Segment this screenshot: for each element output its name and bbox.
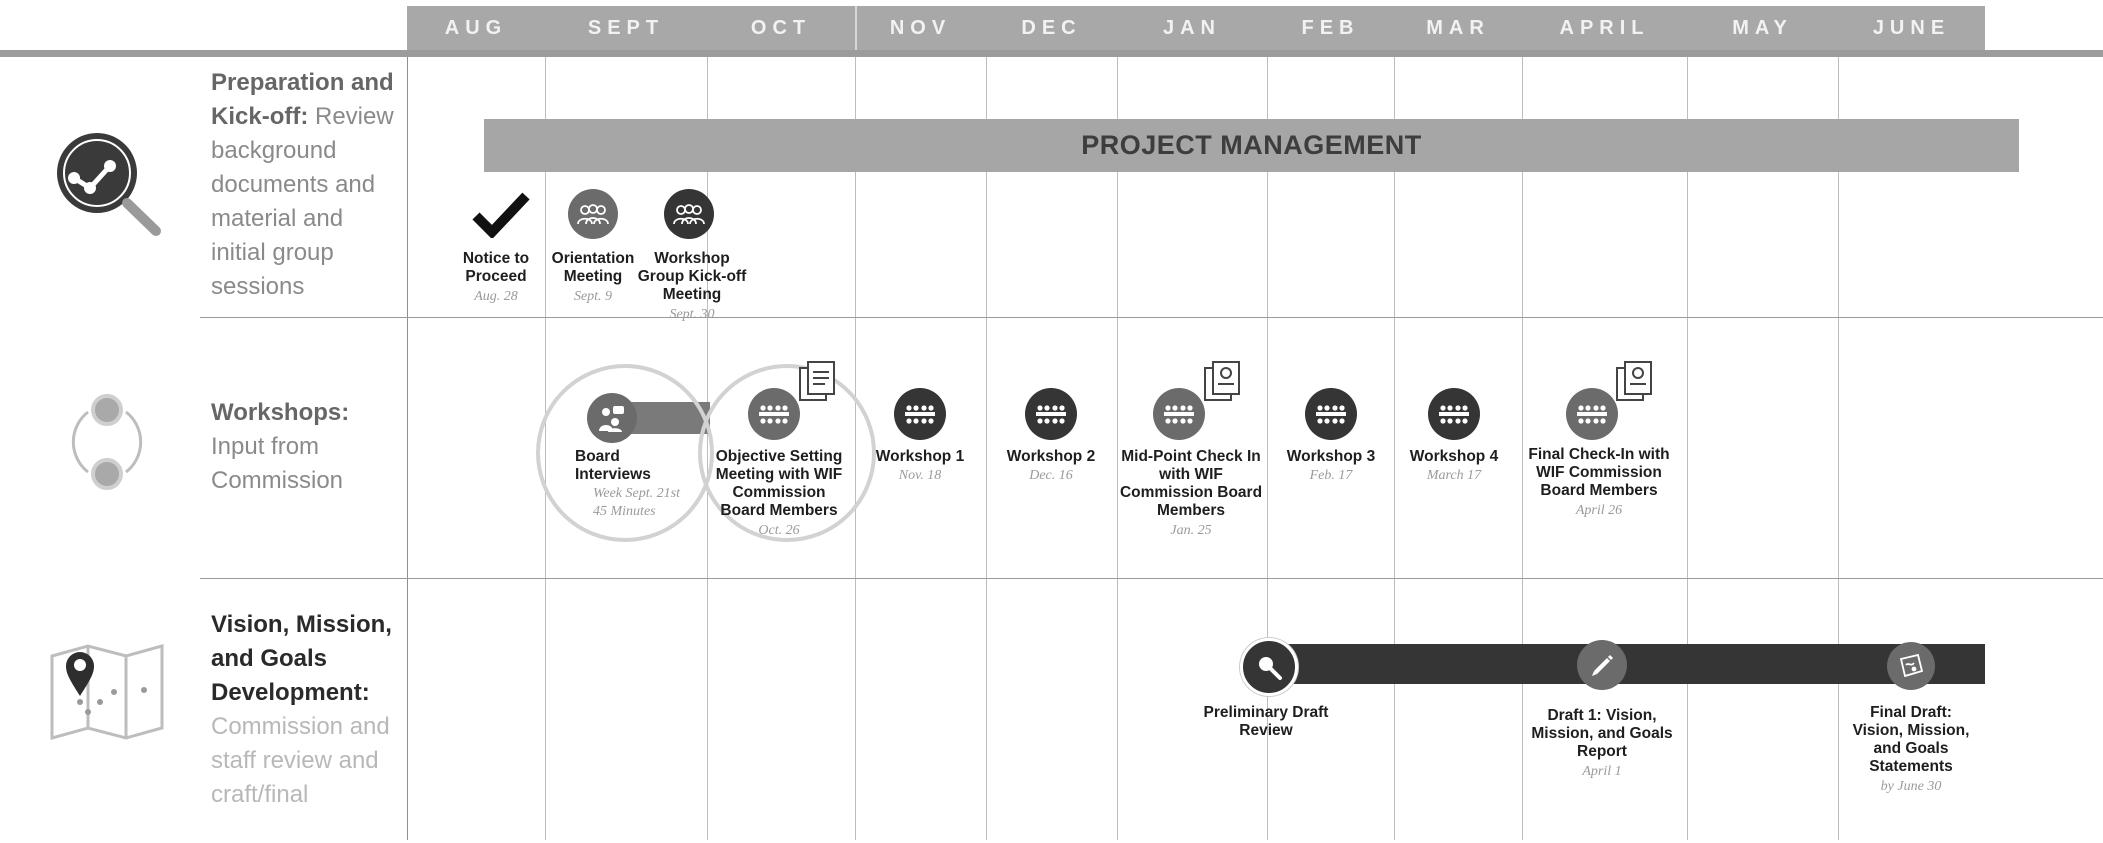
milestone-title: Board Interviews: [575, 448, 651, 483]
month-nov: NOV: [889, 17, 952, 39]
milestone-title: Workshop 4: [1409, 448, 1499, 465]
map-pin-icon: [50, 644, 164, 740]
meeting-table-icon: [1428, 388, 1480, 440]
row-label-workshops: Workshops: Input from Commission: [211, 396, 401, 498]
search-icon: [1240, 638, 1298, 696]
milestone-date: Sept. 30: [669, 307, 715, 322]
row-text-workshops: Input from Commission: [211, 433, 344, 494]
interview-icon: [587, 393, 637, 443]
milestone-note: 45 Minutes: [593, 504, 656, 519]
meeting-table-icon: [1566, 388, 1618, 440]
grid-line: [1394, 57, 1395, 840]
map-sketch-icon: [1887, 642, 1935, 690]
milestone-date: Week Sept. 21st: [593, 486, 680, 501]
grid-line: [1522, 57, 1523, 840]
row-label-preparation: Preparation and Kick-off: Review backgro…: [211, 66, 401, 304]
header-rule: [0, 50, 2103, 57]
milestone-date: Sept. 9: [573, 289, 613, 304]
analytics-magnifier-icon: [57, 133, 161, 236]
project-management-label: PROJECT MANAGEMENT: [1081, 130, 1422, 160]
milestone-title: Notice to Proceed: [462, 250, 530, 285]
milestone-title: Preliminary Draft Review: [1203, 704, 1329, 739]
milestone-date: Aug. 28: [474, 289, 518, 304]
month-oct: OCT: [750, 17, 812, 39]
milestone-date: March 17: [1426, 468, 1482, 483]
group-icon: [664, 189, 714, 239]
milestone-title: Workshop 3: [1286, 448, 1376, 465]
month-feb: FEB: [1301, 17, 1360, 39]
report-document-icon: [1204, 361, 1240, 401]
row-title-vision: Vision, Mission, and Goals Development:: [211, 611, 392, 706]
month-mar: MAR: [1426, 17, 1490, 39]
checkmark-icon: [472, 192, 530, 238]
highlight-ring: [698, 364, 876, 542]
report-document-icon: [1616, 361, 1652, 401]
row-title-workshops: Workshops:: [211, 399, 350, 426]
row-text-vision: Commission and staff review and craft/fi…: [211, 713, 390, 808]
milestone-title: Workshop Group Kick-off Meeting: [637, 250, 747, 303]
milestone-date: April 26: [1575, 503, 1623, 518]
grid-line: [1838, 57, 1839, 840]
milestone-title: Orientation Meeting: [551, 250, 635, 285]
milestone-title: Final Draft: Vision, Mission, and Goals …: [1852, 704, 1970, 775]
milestone-title: Workshop 1: [875, 448, 965, 465]
meeting-table-icon: [1153, 388, 1205, 440]
quarter-divider: [855, 6, 857, 50]
row-text-preparation: Review background documents and material…: [211, 103, 394, 300]
meeting-table-icon: [1025, 388, 1077, 440]
group-icon: [568, 189, 618, 239]
row-label-vision: Vision, Mission, and Goals Development: …: [211, 608, 401, 812]
row-divider: [200, 317, 2103, 318]
month-dec: DEC: [1021, 17, 1082, 39]
grid-line: [1117, 57, 1118, 840]
month-sept: SEPT: [587, 17, 665, 39]
milestone-date: Jan. 25: [1170, 523, 1212, 538]
month-may: MAY: [1732, 17, 1793, 39]
milestone-date: Oct. 26: [758, 523, 800, 538]
milestone-date: Feb. 17: [1309, 468, 1353, 483]
row-title-preparation: Preparation and Kick-off:: [211, 69, 394, 130]
meeting-table-icon: [894, 388, 946, 440]
grid-line: [986, 57, 987, 840]
month-april: APRIL: [1559, 17, 1650, 39]
meeting-table-icon: [748, 388, 800, 440]
month-aug: AUG: [444, 17, 508, 39]
month-header-band: [407, 6, 1985, 50]
milestone-date: April 1: [1582, 764, 1622, 779]
milestone-date: Nov. 18: [898, 468, 942, 483]
milestone-title: Draft 1: Vision, Mission, and Goals Repo…: [1531, 707, 1673, 760]
milestone-title: Workshop 2: [1006, 448, 1096, 465]
grid-line: [1267, 57, 1268, 840]
month-jan: JAN: [1162, 17, 1221, 39]
two-nodes-cycle-icon: [71, 394, 143, 490]
document-icon: [799, 361, 835, 401]
month-june: JUNE: [1872, 17, 1951, 39]
row-divider: [200, 578, 2103, 579]
pencil-icon: [1577, 640, 1627, 690]
milestone-date: Dec. 16: [1029, 468, 1073, 483]
grid-line: [1687, 57, 1688, 840]
project-management-bar: [484, 119, 2019, 172]
milestone-title: Mid-Point Check In with WIF Commission B…: [1119, 448, 1263, 519]
milestone-title: Objective Setting Meeting with WIF Commi…: [715, 448, 843, 519]
milestone-date: by June 30: [1880, 779, 1942, 794]
grid-line: [407, 57, 408, 840]
meeting-table-icon: [1305, 388, 1357, 440]
milestone-title: Final Check-In with WIF Commission Board…: [1528, 446, 1670, 499]
